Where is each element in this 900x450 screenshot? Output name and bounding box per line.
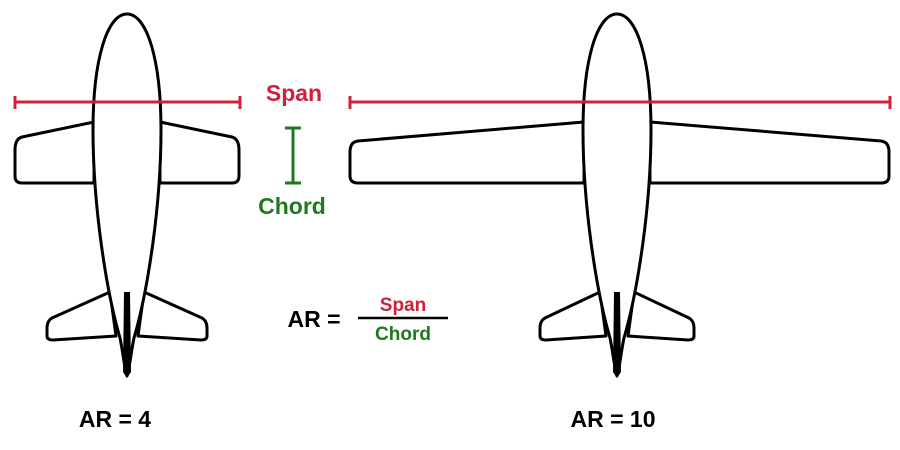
formula-numerator: Span: [380, 295, 426, 316]
aircraft-ar4-right-stabilizer: [136, 290, 209, 342]
aircraft-ar10-tail-fin: [613, 292, 621, 378]
chord-label: Chord: [258, 193, 326, 219]
aircraft-ar4: [13, 12, 241, 378]
span-dimension-left: [13, 96, 242, 109]
aircraft-ar4-tail-fin: [123, 292, 131, 378]
aircraft-ar10-right-stabilizer: [626, 290, 696, 342]
formula-denominator: Chord: [375, 324, 431, 345]
aircraft-ar10-left-stabilizer: [538, 290, 608, 342]
aircraft-ar4-caption: AR = 4: [79, 406, 151, 432]
aircraft-ar10-left-wing: [348, 120, 586, 185]
aircraft-ar4-left-stabilizer: [45, 290, 118, 342]
aircraft-ar4-right-wing: [158, 120, 241, 185]
aircraft-ar10-caption: AR = 10: [570, 406, 655, 432]
aspect-ratio-formula: AR = Span Chord: [287, 295, 448, 345]
span-dimension-right: [348, 96, 892, 109]
aircraft-ar10-right-wing: [648, 120, 891, 185]
chord-dimension: [285, 126, 301, 185]
formula-lhs: AR =: [287, 306, 340, 332]
span-label: Span: [266, 80, 322, 106]
aircraft-ar4-left-wing: [13, 120, 96, 185]
aircraft-ar10: [348, 12, 891, 378]
